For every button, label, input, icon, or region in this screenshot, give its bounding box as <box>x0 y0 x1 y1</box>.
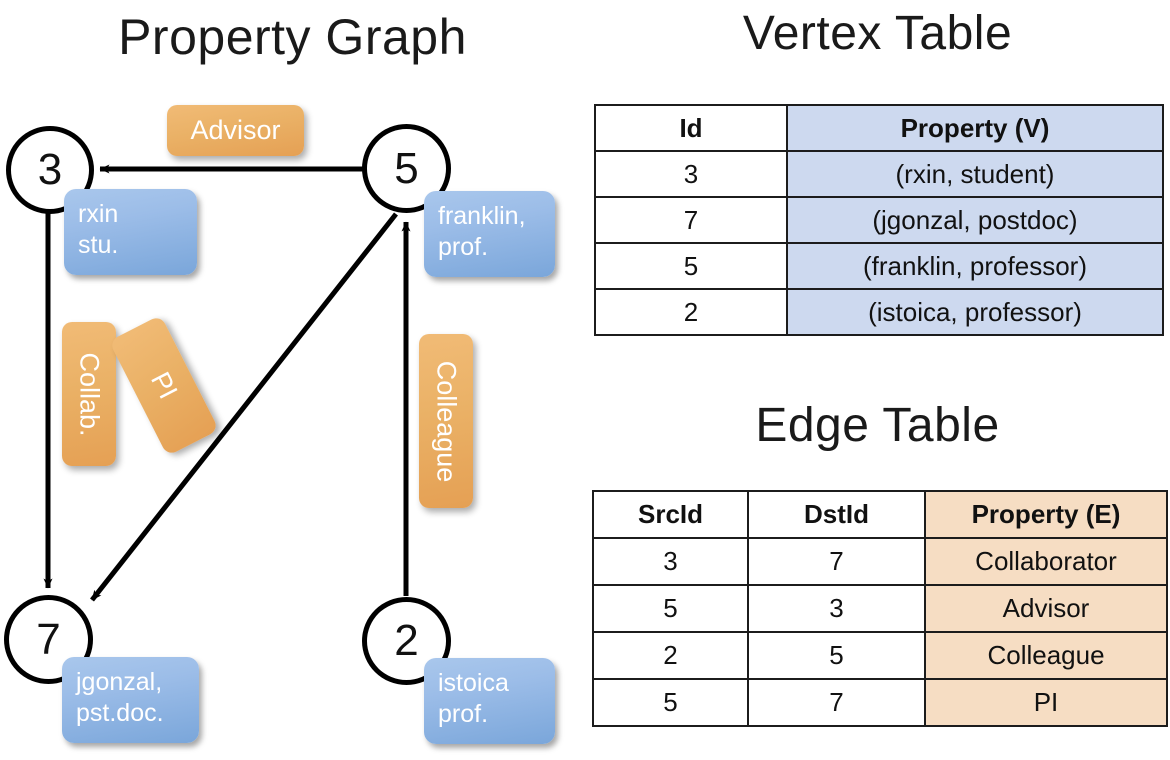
edge-label-collab-text: Collab. <box>74 351 105 437</box>
edge-row-0-property: Collaborator <box>924 537 1168 586</box>
vertex-row-2-id: 5 <box>594 242 788 290</box>
vertex-row-1-id: 7 <box>594 196 788 244</box>
table-row: 3 (rxin, student) <box>594 150 1164 198</box>
edge-row-3-src: 5 <box>592 678 749 727</box>
vertex-table-header-property: Property (V) <box>786 104 1164 152</box>
page-title-edge-table: Edge Table <box>755 399 1000 452</box>
edge-5-to-7 <box>90 212 398 602</box>
edge-table-header-srcid: SrcId <box>592 490 749 539</box>
edge-label-box-advisor: Advisor <box>167 105 304 156</box>
table-row: 7 (jgonzal, postdoc) <box>594 196 1164 244</box>
table-row: 3 7 Collaborator <box>592 537 1168 586</box>
table-row: 5 3 Advisor <box>592 584 1168 633</box>
edge-row-3-property: PI <box>924 678 1168 727</box>
vertex-property-box-5-line2: prof. <box>438 232 489 261</box>
vertex-row-2-property: (franklin, professor) <box>786 242 1164 290</box>
edge-label-colleague-text: Colleague <box>431 360 462 482</box>
edge-label-box-colleague: Colleague <box>419 334 473 508</box>
edge-row-3-dst: 7 <box>747 678 926 727</box>
vertex-property-box-3-line1: rxin <box>78 200 119 228</box>
page-title-vertex-table: Vertex Table <box>742 7 1013 60</box>
vertex-table-header-row: Id Property (V) <box>594 104 1164 152</box>
edge-row-2-src: 2 <box>592 631 749 680</box>
vertex-property-box-7-line1: jgonzal, <box>76 668 163 696</box>
graph-edges-svg <box>43 164 411 602</box>
graph-node-3-label: 3 <box>37 145 63 194</box>
table-row: 2 5 Colleague <box>592 631 1168 680</box>
page-title-property-graph: Property Graph <box>118 9 467 65</box>
graph-node-5[interactable]: 5 <box>362 124 451 213</box>
graph-node-7-label: 7 <box>36 614 61 664</box>
table-row: 5 (franklin, professor) <box>594 242 1164 290</box>
vertex-row-3-id: 2 <box>594 288 788 336</box>
edge-row-1-src: 5 <box>592 584 749 633</box>
edge-row-0-src: 3 <box>592 537 749 586</box>
edge-table: SrcId DstId Property (E) 3 7 Collaborato… <box>592 490 1168 727</box>
vertex-property-box-7: jgonzal, pst.doc. <box>62 657 199 743</box>
vertex-property-box-5-line1: franklin, <box>438 202 526 230</box>
vertex-row-0-property: (rxin, student) <box>786 150 1164 198</box>
vertex-row-1-property: (jgonzal, postdoc) <box>786 196 1164 244</box>
edge-row-1-property: Advisor <box>924 584 1168 633</box>
edge-table-header-row: SrcId DstId Property (E) <box>592 490 1168 539</box>
property-graph-diagram: 3 5 7 2 rxin stu. franklin, prof. jgonza… <box>4 105 555 744</box>
vertex-property-box-3-line2: stu. <box>78 230 119 259</box>
edge-row-1-dst: 3 <box>747 584 926 633</box>
table-row: 2 (istoica, professor) <box>594 288 1164 336</box>
edge-label-pi-text: PI <box>145 367 184 404</box>
vertex-property-box-2-line2: prof. <box>438 699 489 728</box>
vertex-property-box-2: istoica prof. <box>424 658 555 744</box>
vertex-row-3-property: (istoica, professor) <box>786 288 1164 336</box>
edge-label-advisor-text: Advisor <box>190 115 281 145</box>
vertex-property-box-7-line2: pst.doc. <box>76 698 164 727</box>
vertex-table: Id Property (V) 3 (rxin, student) 7 (jgo… <box>594 104 1164 336</box>
vertex-table-header-id: Id <box>594 104 788 152</box>
vertex-row-0-id: 3 <box>594 150 788 198</box>
edge-label-box-collab: Collab. <box>62 322 116 466</box>
graph-node-2-label: 2 <box>394 616 419 665</box>
edge-row-2-property: Colleague <box>924 631 1168 680</box>
vertex-property-box-5: franklin, prof. <box>424 191 555 277</box>
vertex-property-box-3: rxin stu. <box>64 189 197 275</box>
vertex-property-box-2-line1: istoica <box>438 669 509 697</box>
edge-row-0-dst: 7 <box>747 537 926 586</box>
edge-table-header-dstid: DstId <box>747 490 926 539</box>
graph-node-2[interactable]: 2 <box>362 597 451 685</box>
table-row: 5 7 PI <box>592 678 1168 727</box>
edge-row-2-dst: 5 <box>747 631 926 680</box>
edge-table-header-property: Property (E) <box>924 490 1168 539</box>
graph-node-5-label: 5 <box>394 143 419 193</box>
